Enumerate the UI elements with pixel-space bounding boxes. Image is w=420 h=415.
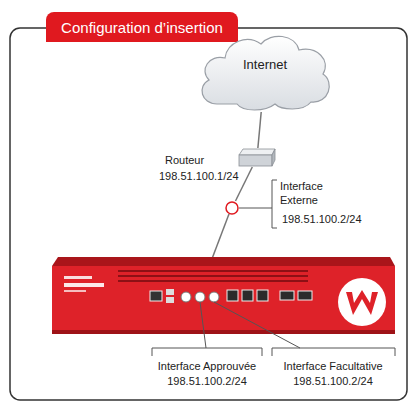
interface-name: Interface Approuvée — [148, 359, 266, 373]
router-top — [239, 149, 275, 155]
router-node: Routeur198.51.100.1/24 — [239, 148, 275, 167]
vent-grille — [118, 270, 308, 282]
brand-logo — [338, 278, 386, 326]
leader-line — [200, 302, 206, 348]
interface-circle: Interface Externe198.51.100.2/24 — [225, 201, 239, 215]
cloud-shape — [202, 36, 329, 110]
leader-line — [214, 302, 300, 348]
ip-address: 198.51.100.2/24 — [148, 374, 266, 388]
bracket — [152, 348, 262, 356]
interface-name: Interface Externe — [280, 179, 342, 207]
bracket — [272, 180, 277, 228]
router-side — [272, 149, 275, 166]
appliance-front — [52, 266, 395, 332]
interface-name: Interface Facultative — [268, 359, 398, 373]
ip-address: 198.51.100.2/24 — [268, 374, 398, 388]
appliance-top — [52, 257, 395, 266]
bracket — [272, 348, 395, 356]
router-front — [239, 155, 272, 166]
title-text: Configuration d’insertion — [61, 19, 223, 36]
router-outline — [239, 148, 275, 167]
cloud-label: Internet — [195, 58, 335, 72]
ip-address: 198.51.100.2/24 — [282, 212, 382, 226]
appliance-bottom — [52, 330, 395, 334]
device-name: Routeur — [165, 153, 235, 167]
ip-address: 198.51.100.1/24 — [159, 169, 251, 183]
cloud-node: Internet — [195, 30, 335, 112]
leader-line — [239, 208, 272, 209]
circle-outline — [225, 201, 239, 215]
title-tab: Configuration d’insertion — [46, 12, 238, 42]
port-panel — [150, 289, 312, 303]
interface-marker — [226, 202, 238, 214]
outer-frame — [10, 28, 407, 400]
network-link — [258, 112, 261, 148]
brand-marks — [64, 276, 104, 292]
